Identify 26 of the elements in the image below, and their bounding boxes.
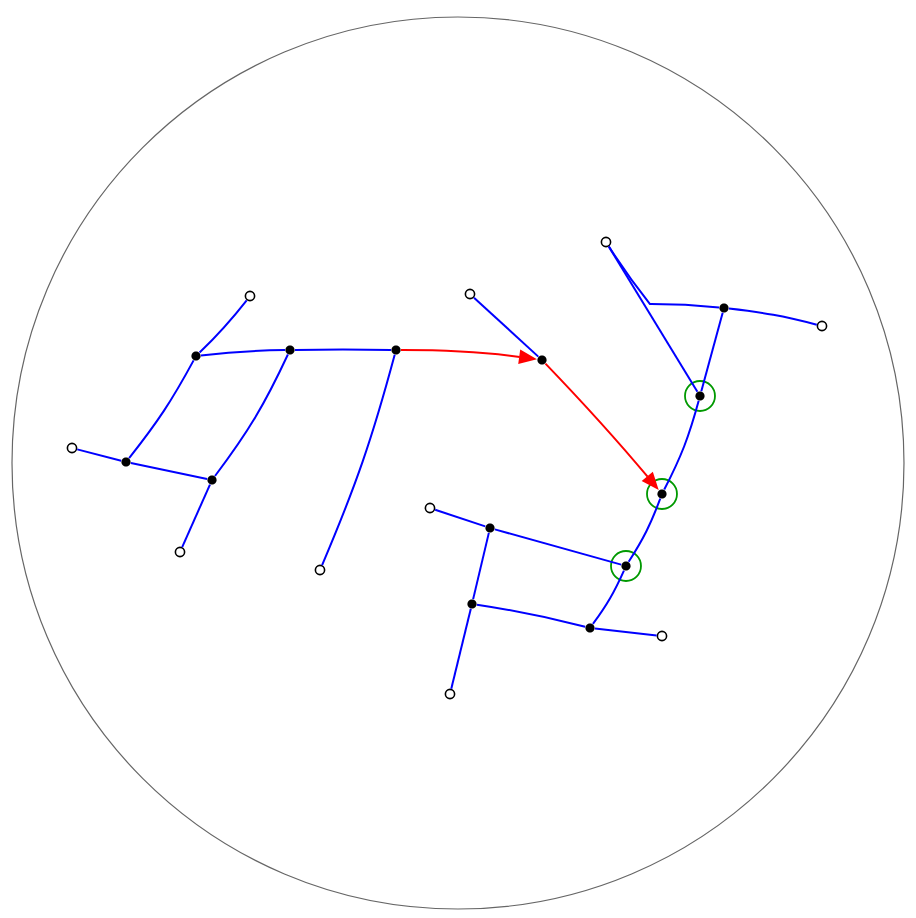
connector-line	[199, 349, 286, 357]
connector-line	[450, 607, 472, 690]
connector-line	[128, 359, 195, 460]
connector-line	[475, 603, 587, 628]
connector-line	[181, 483, 211, 549]
connector-line	[607, 245, 699, 393]
highlighted-node-dot	[684, 380, 716, 412]
connector-line	[198, 299, 248, 354]
connector-line	[214, 353, 289, 477]
connector-line	[76, 448, 123, 462]
connector-line	[472, 531, 490, 601]
connector-line	[593, 627, 658, 637]
connector-line	[700, 311, 724, 393]
connector-line	[434, 508, 487, 528]
highlighted-node-dot	[610, 550, 642, 582]
connector-line	[663, 399, 700, 491]
connector-line	[607, 245, 720, 309]
connector-line	[129, 462, 209, 480]
connector-line	[321, 353, 396, 567]
highlighted-node-dot	[646, 478, 678, 510]
connector-line	[294, 348, 392, 351]
connector-line	[627, 497, 662, 563]
connector-line	[473, 296, 540, 358]
connector-line	[493, 528, 623, 566]
connector-line	[591, 569, 625, 625]
connector-line	[727, 307, 818, 326]
